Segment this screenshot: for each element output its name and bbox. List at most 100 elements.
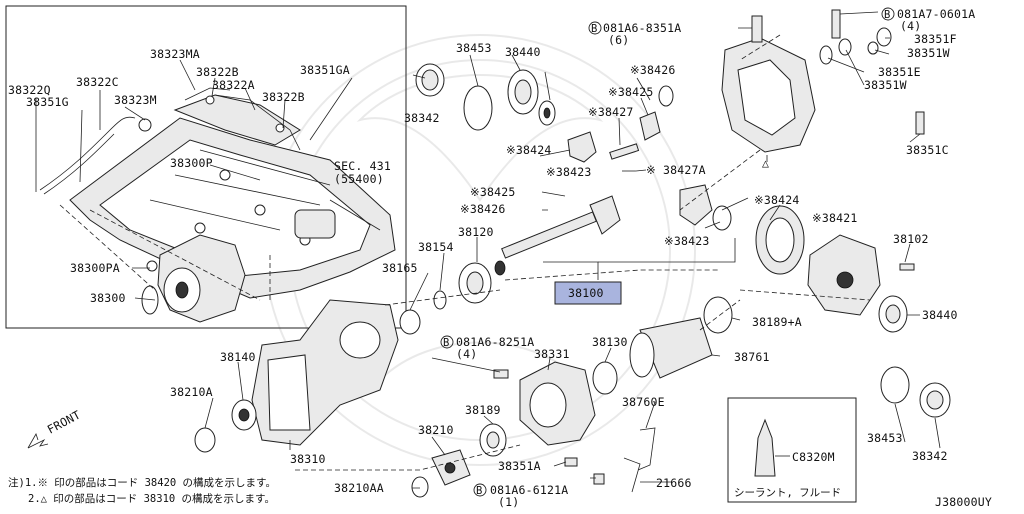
label-38210: 38210: [418, 423, 454, 437]
differential-case: [807, 234, 881, 316]
label-081a6-6121a: 081A6-6121A: [490, 483, 568, 497]
label-38300pa: 38300PA: [70, 261, 120, 275]
bolt-symbol-3: [440, 335, 454, 349]
bolt-letter-4: B: [476, 485, 482, 497]
label-38322a: 38322A: [212, 78, 255, 92]
label-38322q: 38322Q: [8, 83, 51, 97]
label-38351c: 38351C: [906, 143, 949, 157]
leader-38100: [543, 261, 599, 280]
inset-differential: [141, 234, 246, 323]
label-38322c: 38322C: [76, 75, 119, 89]
pinion-bearing-38120: [458, 262, 492, 304]
label-38426-top: ※38426: [630, 63, 675, 77]
label-38120: 38120: [458, 225, 494, 239]
side-gear-38423-right: [679, 184, 713, 226]
spacer-38154: [433, 290, 447, 310]
bolt-081a6-8351a: [751, 15, 763, 43]
washer-38426: [658, 85, 674, 107]
label-38426-mid: ※38426: [460, 202, 505, 216]
label-38310: 38310: [290, 452, 326, 466]
bolt-38102: [899, 263, 915, 271]
label-38323m: 38323M: [114, 93, 157, 107]
label-38424-right: ※38424: [754, 193, 799, 207]
bearing-38130: [592, 361, 618, 395]
bolt-symbol-1: [588, 21, 602, 35]
label-38154: 38154: [418, 240, 454, 254]
filler-plug-38351f: [876, 27, 892, 47]
bolt-letter-3: B: [884, 9, 890, 21]
label-38100: 38100: [568, 286, 604, 300]
rear-crossmember-drawing: [69, 87, 396, 299]
bolt-symbol-4: [473, 483, 487, 497]
side-bearing-38440-right: [878, 295, 908, 333]
label-sealant-fluid: シーラント, フルード: [734, 487, 841, 499]
label-38425-mid: ※38425: [470, 185, 515, 199]
label-38453-left: 38453: [456, 41, 492, 55]
bolt-081a6-6121a: [593, 473, 605, 485]
bolt-38351a: [564, 457, 578, 467]
bearing-38189: [479, 423, 507, 457]
label-38102: 38102: [893, 232, 929, 246]
label-38421: ※38421: [812, 211, 857, 225]
oil-seal-38761: [629, 317, 713, 379]
rear-cover-top-right: [721, 37, 816, 153]
label-38300p: 38300P: [170, 156, 213, 170]
side-bearing-38440-left: [507, 69, 539, 115]
label-38342-right: 38342: [912, 449, 948, 463]
label-38210aa: 38210AA: [334, 481, 384, 495]
washer-38351w-b: [867, 41, 879, 55]
label-081a6-8351a: 081A6-8351A: [603, 21, 681, 35]
thrust-washer-38424: [538, 100, 556, 126]
o-ring-38453-left: [463, 85, 493, 131]
diagram-id: J38000UY: [935, 495, 992, 509]
label-38322b-1: 38322B: [196, 65, 239, 79]
label-38140: 38140: [220, 350, 256, 364]
o-ring-38453-right: [880, 366, 910, 404]
side-gear-38423: [567, 131, 597, 163]
label-38440-left: 38440: [505, 45, 541, 59]
label-21666: 21666: [656, 476, 692, 490]
triangle-marker: △: [762, 156, 769, 170]
label-38331: 38331: [534, 347, 570, 361]
seal-38351e: [819, 45, 833, 65]
gear-carrier-38310: [251, 299, 399, 446]
bolt-letter-2: B: [591, 23, 597, 35]
label-38427: ※38427: [588, 105, 633, 119]
inset-frame: [5, 5, 407, 329]
label-38760e: 38760E: [622, 395, 665, 409]
pinion-mate-gear: [639, 111, 661, 141]
thrust-washer-38424-right: [712, 205, 732, 231]
label-38351f: 38351F: [914, 32, 957, 46]
bolt-081a6-8251a: [493, 369, 509, 379]
label-38189a: 38189+A: [752, 315, 802, 329]
label-38425-top: ※38425: [608, 85, 653, 99]
sealant-inset-frame: [727, 397, 857, 503]
side-oil-seal-right: [919, 382, 951, 418]
front-label: FRONT: [45, 408, 83, 437]
side-oil-seal-left: [415, 63, 445, 97]
ring-gear-38421: [755, 205, 805, 275]
clip-21666: [623, 457, 641, 493]
label-38453-right: 38453: [867, 431, 903, 445]
label-38322b-2: 38322B: [262, 90, 305, 104]
label-081a6-8251a: 081A6-8251A: [456, 335, 534, 349]
pinion-mate-shaft-38427: [609, 143, 640, 160]
label-38351w-top: 38351W: [907, 46, 950, 60]
footnote-2: 2.△ 印の部品はコード 38310 の構成を示します。: [28, 492, 275, 505]
bolt-letter-1: B: [443, 337, 449, 349]
footnote-1: 注)1.※ 印の部品はコード 38420 の構成を示します。: [8, 476, 276, 489]
inset-hoses: [39, 94, 301, 272]
bearing-38189a: [703, 296, 733, 334]
drive-pinion-38100: [494, 195, 621, 276]
label-38351a: 38351A: [498, 459, 541, 473]
label-38351e: 38351E: [878, 65, 921, 79]
label-38323ma: 38323MA: [150, 47, 200, 61]
label-38342-left: 38342: [404, 111, 440, 125]
label-081a6-8351a-qty: (6): [608, 33, 629, 47]
rear-cover-38331: [519, 361, 596, 446]
washer-38351w-a: [838, 38, 852, 56]
side-flange-38140: [231, 399, 257, 431]
label-38351g: 38351G: [26, 95, 69, 109]
label-38351w-bottom: 38351W: [864, 78, 907, 92]
